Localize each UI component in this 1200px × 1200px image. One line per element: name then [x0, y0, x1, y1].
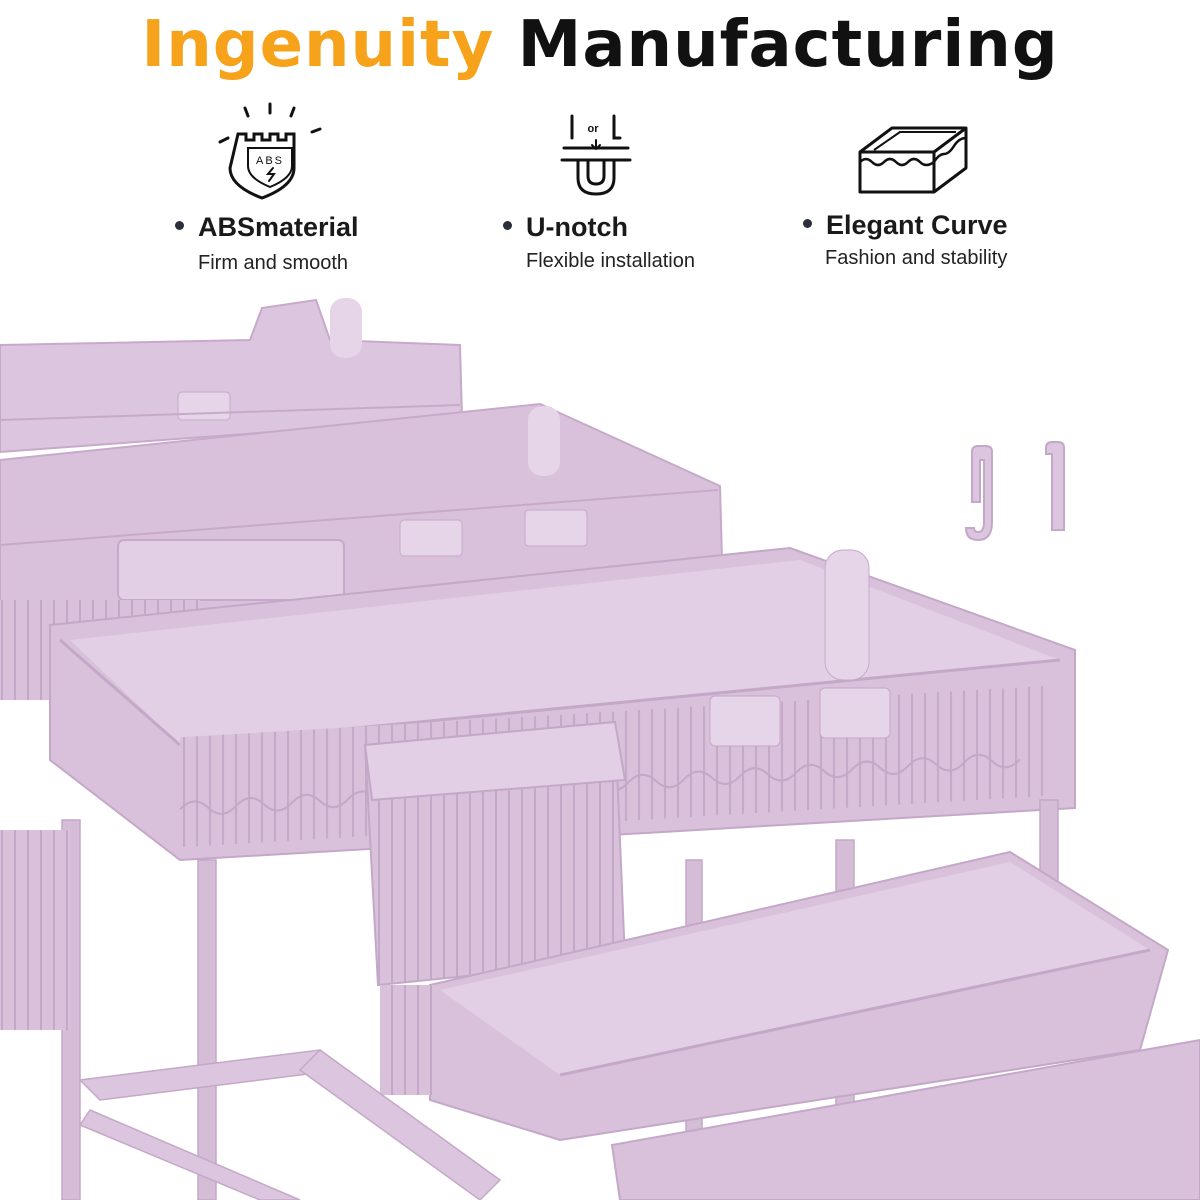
- lower-frame: [78, 1049, 502, 1200]
- headline-rest: Manufacturing: [517, 8, 1059, 82]
- feature-u-notch-title: U-notch: [503, 212, 628, 243]
- feature-abs-subtitle: Firm and smooth: [198, 252, 349, 274]
- loose-hooks: [964, 441, 1065, 542]
- feature-u-notch-subtitle: Flexible installation: [526, 250, 695, 272]
- foreground-tray: [610, 1038, 1200, 1200]
- bottom-drawer: [0, 830, 1170, 1142]
- feature-elegant-curve-title: Elegant Curve: [803, 210, 1008, 241]
- abs-icon-label: ABS: [256, 155, 284, 167]
- back-shelf: [0, 298, 464, 454]
- curved-box-icon: [858, 126, 968, 194]
- feature-elegant-curve-subtitle: Fashion and stability: [825, 247, 1008, 269]
- u-notch-icon: or: [560, 114, 632, 196]
- abs-shield-icon: ABS: [218, 102, 322, 200]
- u-notch-icon-label: or: [588, 123, 600, 135]
- headline-accent: Ingenuity: [141, 8, 495, 82]
- feature-abs-title: ABSmaterial: [175, 212, 359, 243]
- product-illustration: [0, 298, 1200, 1200]
- front-shelf: [49, 546, 1076, 987]
- headline: Ingenuity Manufacturing: [0, 8, 1200, 82]
